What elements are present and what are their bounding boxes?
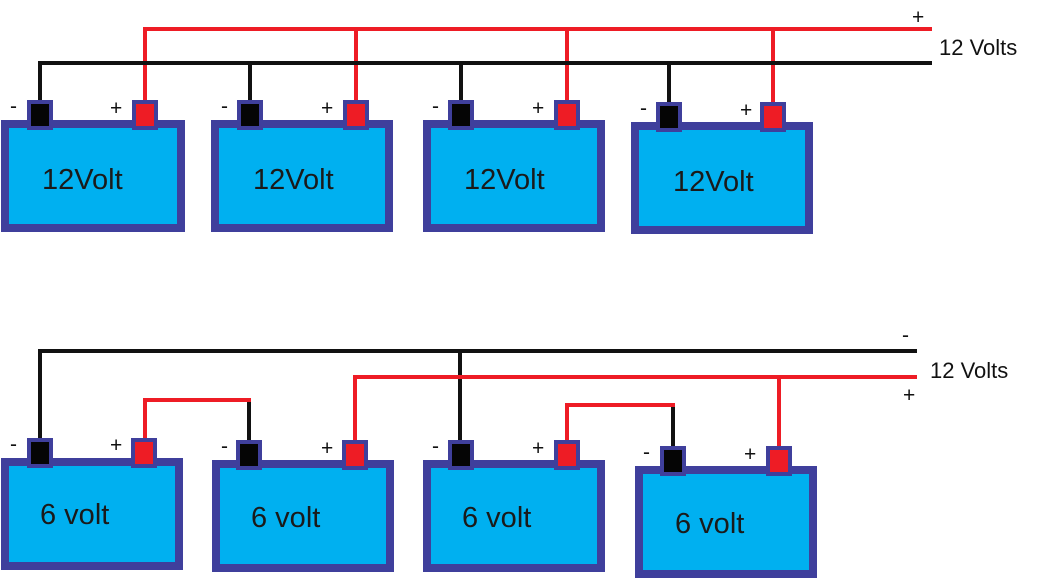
battery-6v: - + 6 volt: [423, 435, 605, 572]
negative-terminal-post: [240, 444, 258, 466]
battery-body: [1, 120, 185, 232]
positive-terminal-post: [346, 444, 364, 466]
battery-body: [423, 120, 605, 232]
negative-sign: -: [10, 433, 17, 456]
positive-sign: +: [110, 97, 122, 120]
series-link-1: [143, 398, 251, 444]
battery-12v: - + 12Volt: [211, 95, 393, 232]
positive-sign: +: [740, 99, 752, 122]
negative-terminal-post: [452, 104, 470, 126]
positive-sign: +: [532, 97, 544, 120]
battery-body: [211, 120, 393, 232]
bottom-output-voltage-label: 12 Volts: [930, 358, 1008, 383]
battery-label: 6 volt: [675, 508, 744, 540]
top-negative-bus-wire: [38, 61, 932, 106]
battery-label: 6 volt: [251, 502, 320, 534]
top-bank: - + 12Volt - + 12Volt - + 12Volt: [1, 6, 1017, 234]
battery-label: 12Volt: [42, 164, 123, 196]
battery-label: 12Volt: [464, 164, 545, 196]
series-link-2: [565, 403, 675, 444]
battery-12v: - + 12Volt: [423, 95, 605, 232]
negative-terminal-post: [452, 444, 470, 466]
top-positive-bus-wire: [143, 27, 932, 106]
battery-6v: - + 6 volt: [212, 435, 394, 572]
positive-sign: +: [744, 443, 756, 466]
battery-body: [423, 460, 605, 572]
top-output-voltage-label: 12 Volts: [939, 35, 1017, 60]
battery-label: 12Volt: [253, 164, 334, 196]
negative-terminal-post: [660, 106, 678, 128]
battery-12v: - + 12Volt: [1, 95, 185, 232]
battery-label: 12Volt: [673, 166, 754, 198]
battery-label: 6 volt: [40, 499, 109, 531]
top-positive-sign: +: [912, 6, 924, 29]
bottom-negative-bus-wire: [38, 349, 917, 444]
positive-terminal-post: [135, 442, 153, 464]
positive-terminal-post: [764, 106, 782, 128]
battery-6v: - + 6 volt: [1, 433, 183, 570]
bottom-bank-wires: [38, 349, 917, 452]
negative-sign: -: [640, 97, 647, 120]
negative-sign: -: [221, 435, 228, 458]
negative-sign: -: [221, 95, 228, 118]
negative-terminal-post: [241, 104, 259, 126]
positive-sign: +: [532, 437, 544, 460]
negative-sign: -: [10, 95, 17, 118]
positive-terminal-post: [558, 104, 576, 126]
battery-body: [635, 466, 817, 578]
positive-terminal-post: [770, 450, 788, 472]
positive-terminal-post: [558, 444, 576, 466]
positive-terminal-post: [136, 104, 154, 126]
battery-body: [631, 122, 813, 234]
negative-sign: -: [432, 95, 439, 118]
negative-sign: -: [643, 441, 650, 464]
negative-terminal-post: [31, 442, 49, 464]
battery-body: [1, 458, 183, 570]
bottom-positive-bus-wire: [353, 375, 917, 450]
battery-label: 6 volt: [462, 502, 531, 534]
negative-sign: -: [432, 435, 439, 458]
positive-sign: +: [321, 437, 333, 460]
positive-terminal-post: [347, 104, 365, 126]
top-bank-wires: [38, 27, 932, 106]
battery-body: [212, 460, 394, 572]
positive-sign: +: [321, 97, 333, 120]
negative-terminal-post: [664, 450, 682, 472]
battery-6v: - + 6 volt: [635, 441, 817, 578]
negative-terminal-post: [31, 104, 49, 126]
bottom-positive-sign: +: [903, 384, 915, 407]
bottom-negative-sign: -: [902, 324, 909, 347]
positive-sign: +: [110, 434, 122, 457]
battery-12v: - + 12Volt: [631, 97, 813, 234]
bottom-bank: - + 6 volt - + 6 volt - + 6 volt: [1, 324, 1008, 578]
